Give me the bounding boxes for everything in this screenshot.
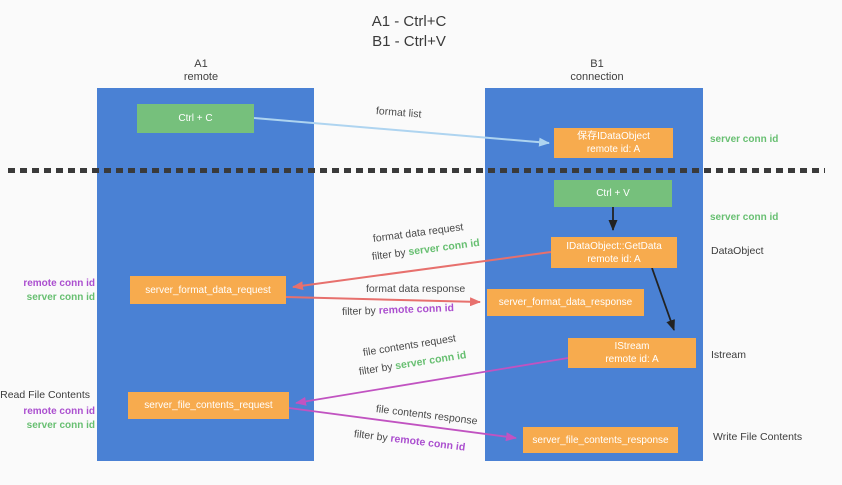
title-line-1: A1 - Ctrl+C xyxy=(371,13,447,30)
left-column-header-id: A1 xyxy=(194,58,208,70)
node-ctrl-v-label: Ctrl + V xyxy=(596,188,630,199)
dataobject-annotation: DataObject xyxy=(711,245,764,257)
remote-conn-id-text: remote conn id xyxy=(389,432,466,454)
format-data-response-filter-label: filter by remote conn id xyxy=(342,302,454,318)
server-conn-id-text: server conn id xyxy=(394,349,468,373)
node-istream-line1: IStream xyxy=(614,341,650,352)
node-save-idataobject: 保存IDataObject remote id: A xyxy=(554,128,673,158)
right-column-header: B1 connection xyxy=(542,58,652,84)
page-title: A1 - Ctrl+C B1 - Ctrl+V xyxy=(0,12,818,52)
format-data-response-label: format data response xyxy=(366,283,466,295)
file-contents-response-label: file contents response xyxy=(375,403,479,428)
node-server-file-contents-response: server_file_contents_response xyxy=(523,427,678,453)
server-conn-id-annotation-format: server conn id xyxy=(26,292,95,303)
remote-conn-id-text: remote conn id xyxy=(378,302,455,317)
copy-paste-separator-dashed-line xyxy=(8,168,825,173)
node-idataobject-getdata-line1: IDataObject::GetData xyxy=(566,240,662,252)
read-file-contents-annotation: Read File Contents xyxy=(0,389,90,401)
node-save-idataobject-line2: remote id: A xyxy=(586,144,641,155)
filter-by-text: filter by xyxy=(353,428,392,445)
format-list-label: format list xyxy=(375,105,422,121)
server-conn-id-annotation-file: server conn id xyxy=(26,420,95,431)
right-column-header-role: connection xyxy=(570,71,624,83)
istream-annotation: Istream xyxy=(711,349,747,361)
node-server-format-data-request: server_format_data_request xyxy=(130,276,286,304)
node-server-file-contents-request-label: server_file_contents_request xyxy=(144,400,273,411)
node-server-file-contents-response-label: server_file_contents_response xyxy=(532,434,669,446)
node-server-file-contents-request: server_file_contents_request xyxy=(128,392,289,419)
node-server-format-data-response-label: server_format_data_response xyxy=(498,297,633,308)
node-idataobject-getdata-line2: remote id: A xyxy=(587,253,641,265)
file-contents-response-filter-label: filter by remote conn id xyxy=(353,428,466,454)
server-conn-id-annotation-top: server conn id xyxy=(710,134,779,145)
filter-by-text: filter by xyxy=(341,304,379,318)
node-server-format-data-response: server_format_data_response xyxy=(487,289,644,316)
node-istream-line2: remote id: A xyxy=(605,354,659,365)
node-server-format-data-request-label: server_format_data_request xyxy=(145,284,271,296)
right-column-header-id: B1 xyxy=(590,58,604,70)
node-ctrl-c-label: Ctrl + C xyxy=(178,113,213,124)
left-column-header-role: remote xyxy=(183,71,219,83)
remote-conn-id-annotation-format: remote conn id xyxy=(23,278,95,289)
node-istream: IStream remote id: A xyxy=(568,338,696,368)
node-ctrl-c: Ctrl + C xyxy=(137,104,254,133)
left-column-header: A1 remote xyxy=(146,58,256,84)
node-idataobject-getdata: IDataObject::GetData remote id: A xyxy=(551,237,677,268)
remote-conn-id-annotation-file: remote conn id xyxy=(23,406,95,417)
write-file-contents-annotation: Write File Contents xyxy=(713,431,803,443)
title-line-2: B1 - Ctrl+V xyxy=(372,33,446,50)
filter-by-text: filter by xyxy=(371,246,410,263)
filter-by-text: filter by xyxy=(358,360,397,378)
node-ctrl-v: Ctrl + V xyxy=(554,180,672,207)
server-conn-id-text: server conn id xyxy=(407,236,481,259)
server-conn-id-annotation-mid: server conn id xyxy=(710,212,779,223)
node-save-idataobject-line1: 保存IDataObject xyxy=(577,131,650,142)
